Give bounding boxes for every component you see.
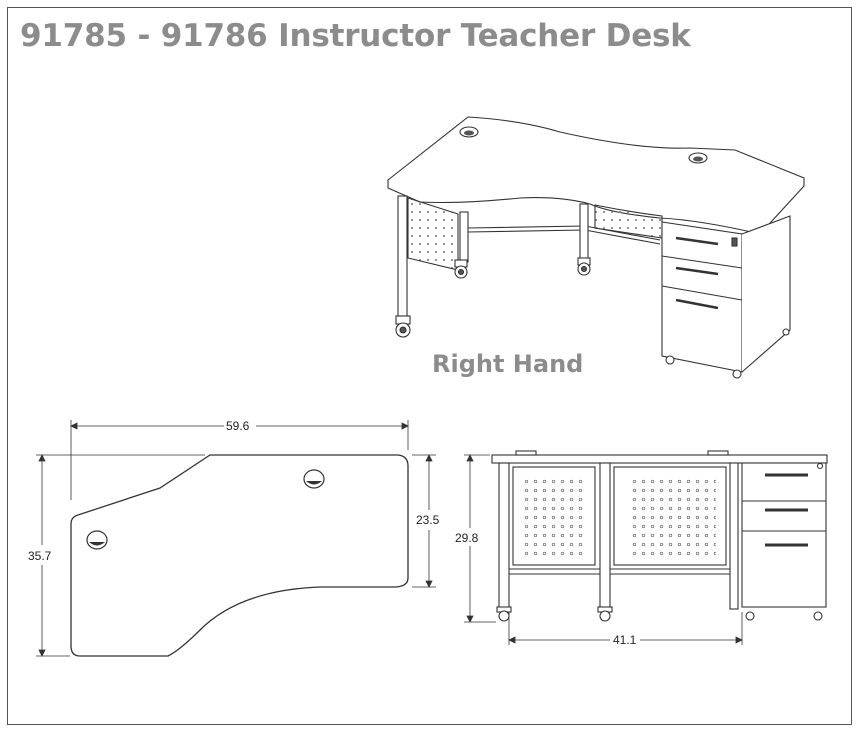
page-title: 91785 - 91786 Instructor Teacher Desk — [20, 18, 691, 54]
left-depth-label: 35.7 — [28, 549, 52, 563]
grommet-plan-left — [86, 530, 108, 550]
center-leg — [579, 203, 589, 261]
view-caption: Right Hand — [432, 350, 584, 378]
diagram-frame — [7, 7, 852, 725]
caster-rear-left — [454, 259, 468, 279]
front-left-leg — [397, 195, 408, 317]
caster-front-left — [395, 315, 411, 338]
caster-center — [577, 257, 591, 276]
top-view: 59.6 23.5 35.7 — [28, 419, 440, 657]
left-modesty-panel — [407, 197, 459, 271]
isometric-desk-view — [386, 116, 805, 379]
elevation-desktop — [491, 454, 828, 464]
right-depth-label: 23.5 — [416, 513, 440, 527]
desktop-outline — [70, 454, 409, 657]
height-dimension-label: 29.8 — [455, 531, 479, 545]
elevation-pedestal — [741, 462, 827, 608]
front-elevation-view — [464, 450, 828, 645]
grommet-plan-right — [303, 469, 325, 489]
drawer-pedestal — [661, 215, 791, 379]
leg-span-dimension-label: 41.1 — [613, 633, 637, 647]
width-dimension-label: 59.6 — [226, 419, 250, 433]
